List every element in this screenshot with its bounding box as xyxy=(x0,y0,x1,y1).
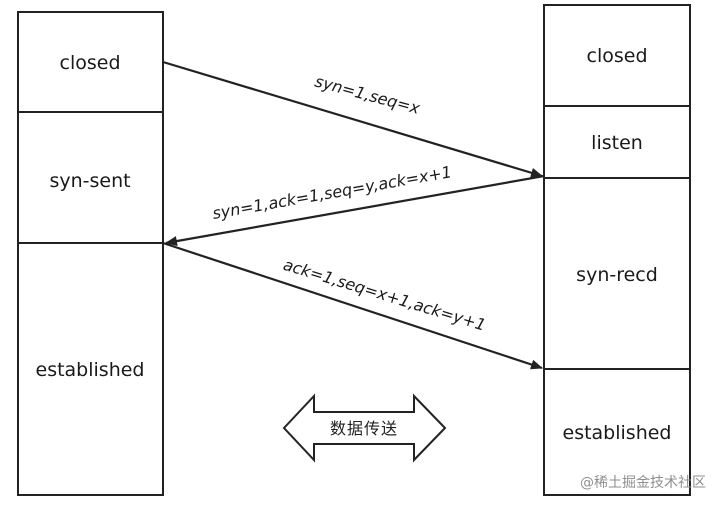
server-state-box-established xyxy=(543,368,691,496)
ack-message-label: ack=1,seq=x+1,ack=y+1 xyxy=(281,255,488,335)
server-state-closed: closed xyxy=(587,45,648,67)
client-state-syn-sent: syn-sent xyxy=(49,170,130,192)
client-state-box-closed xyxy=(17,11,164,113)
client-state-box-syn-sent xyxy=(17,111,164,244)
syn-ack-arrow xyxy=(165,174,545,247)
server-state-box-closed xyxy=(543,4,691,107)
client-state-established: established xyxy=(36,359,145,381)
double-arrow-icon xyxy=(282,393,447,463)
server-column: closed listen syn-recd established xyxy=(543,4,691,496)
client-column: closed syn-sent established xyxy=(17,11,164,496)
ack-arrow xyxy=(162,241,543,370)
client-state-closed: closed xyxy=(60,52,121,74)
server-state-established: established xyxy=(563,422,672,444)
data-transfer-group: 数据传送 xyxy=(282,393,447,463)
client-state-box-established xyxy=(17,242,164,496)
server-state-listen: listen xyxy=(591,132,643,154)
watermark-text: @稀土掘金技术社区 xyxy=(580,475,706,491)
data-transfer-label: 数据传送 xyxy=(330,419,398,438)
message-arrows: syn=1,seq=x syn=1,ack=1,seq=y,ack=x+1 ac… xyxy=(162,60,545,370)
server-state-syn-recd: syn-recd xyxy=(576,264,658,286)
syn-arrow xyxy=(162,60,543,178)
server-state-box-syn-recd xyxy=(543,177,691,370)
